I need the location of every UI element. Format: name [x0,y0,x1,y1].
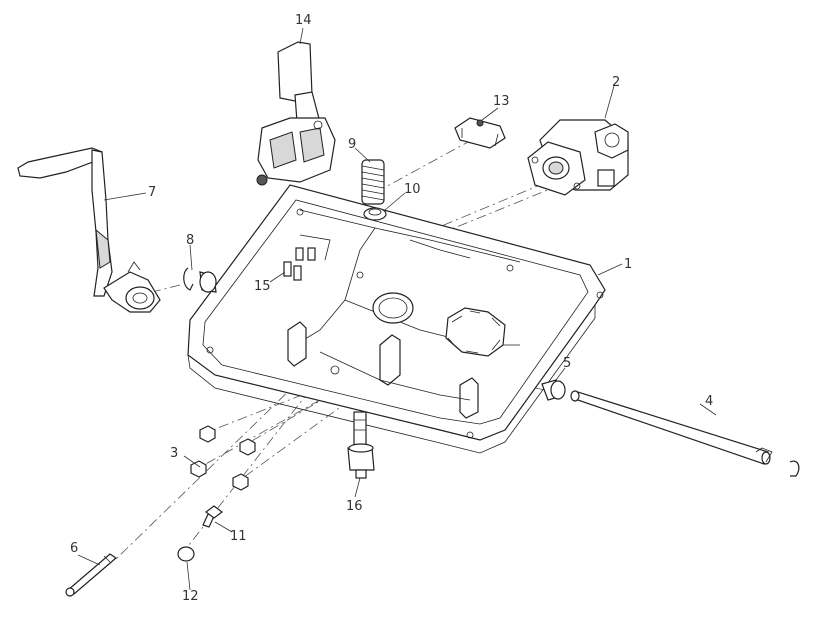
callout-7: 7 [148,185,156,200]
callout-labels: 1 2 3 4 5 6 7 8 9 10 11 12 13 14 15 16 [70,13,713,604]
callout-4: 4 [705,394,713,409]
base-frame [187,184,606,454]
callout-16: 16 [346,499,363,514]
retaining-clip [183,267,194,291]
callout-12: 12 [182,589,199,604]
shaft [570,390,773,465]
spring-seat [363,207,387,221]
callout-5: 5 [563,356,571,371]
bushing-right [541,379,566,401]
bolt [202,505,223,528]
callout-2: 2 [612,75,620,90]
callout-9: 9 [348,137,356,152]
clamp-block [454,117,506,149]
callout-1: 1 [624,257,632,272]
shaft-clip [789,460,800,477]
callout-14: 14 [295,13,312,28]
bushing-left [199,271,217,293]
callout-6: 6 [70,541,78,556]
sensor [347,411,375,479]
valve-housing [527,119,629,196]
hex-nuts [190,425,256,491]
callout-10: 10 [404,182,421,197]
callout-13: 13 [493,94,510,109]
callout-8: 8 [186,233,194,248]
leader-lines [77,27,717,591]
lever-arm [17,147,161,313]
pedal-assembly [256,41,336,186]
pin [65,553,117,597]
callout-11: 11 [230,529,247,544]
stud-bolts [283,247,316,281]
callout-15: 15 [254,279,271,294]
callout-3: 3 [170,446,178,461]
plug-cap [177,546,195,562]
coil-spring [361,159,385,205]
